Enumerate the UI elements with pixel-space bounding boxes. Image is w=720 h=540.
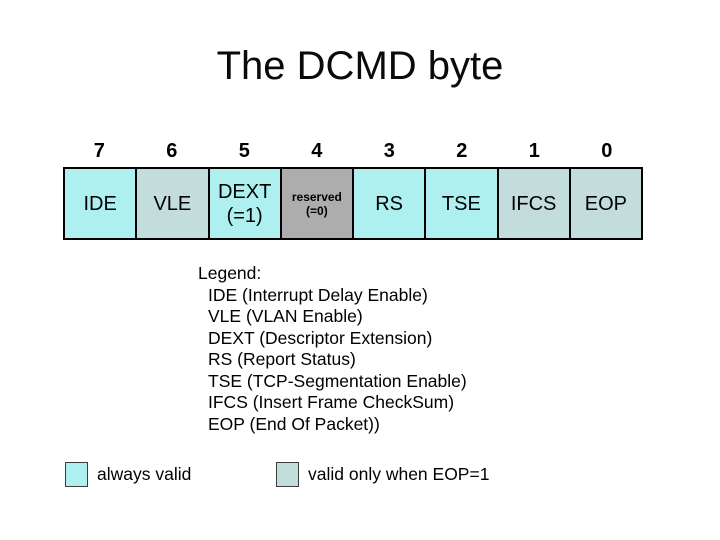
eop-valid-label: valid only when EOP=1 (308, 464, 490, 484)
legend-item: RS (Report Status) (208, 349, 356, 369)
legend-item: VLE (VLAN Enable) (208, 306, 363, 326)
slide-title: The DCMD byte (216, 44, 504, 88)
bit-field-label: (=1) (226, 204, 263, 227)
legend-item: DEXT (Descriptor Extension) (208, 327, 433, 348)
bit-field-label: reserved (291, 189, 342, 204)
bit-field-label: (=0) (306, 203, 328, 218)
bit-number-2: 2 (456, 140, 468, 162)
bit-field-reserved: reserved(=0) (281, 167, 354, 240)
bit-field-label: IDE (83, 192, 117, 215)
bit-number-7: 7 (93, 140, 105, 162)
always-valid-swatch (65, 462, 88, 487)
bit-field-label: EOP (584, 192, 627, 215)
bit-field-label: DEXT (217, 180, 272, 203)
legend-items: IDE (Interrupt Delay Enable)VLE (VLAN En… (198, 285, 467, 436)
bit-field-ide: IDE (65, 167, 138, 240)
bit-number-6: 6 (166, 140, 178, 162)
always-valid-label: always valid (97, 464, 192, 484)
legend-item: EOP (End Of Packet)) (208, 413, 380, 434)
legend-item: IFCS (Insert Frame CheckSum) (208, 392, 455, 412)
bit-numbers-row: 7 6 5 4 3 2 1 0 (63, 140, 643, 166)
bit-number-5: 5 (238, 140, 250, 162)
bit-field-rs: RS (354, 167, 427, 240)
bit-number-4: 4 (311, 140, 323, 162)
bit-field-label: IFCS (510, 192, 557, 215)
bit-field-dext: DEXT(=1) (209, 167, 282, 240)
color-key-always-valid: always valid (65, 462, 191, 487)
eop-valid-swatch (276, 462, 299, 487)
legend-heading: Legend: (198, 263, 262, 283)
legend-block: Legend: IDE (Interrupt Delay Enable)VLE … (198, 263, 467, 435)
bit-field-label: RS (375, 192, 404, 215)
bit-field-label: VLE (153, 192, 192, 215)
bit-number-3: 3 (383, 140, 395, 162)
legend-item: TSE (TCP-Segmentation Enable) (208, 370, 467, 391)
bit-field-tse: TSE (426, 167, 499, 240)
legend-item: IDE (Interrupt Delay Enable) (208, 284, 428, 305)
bit-field-eop: EOP (570, 167, 643, 240)
bit-number-0: 0 (601, 140, 613, 162)
bit-field-ifcs: IFCS (498, 167, 571, 240)
bit-number-1: 1 (528, 140, 540, 162)
bit-field-vle: VLE (137, 167, 210, 240)
color-key-eop-valid: valid only when EOP=1 (276, 462, 489, 487)
bit-field-label: TSE (441, 192, 481, 215)
